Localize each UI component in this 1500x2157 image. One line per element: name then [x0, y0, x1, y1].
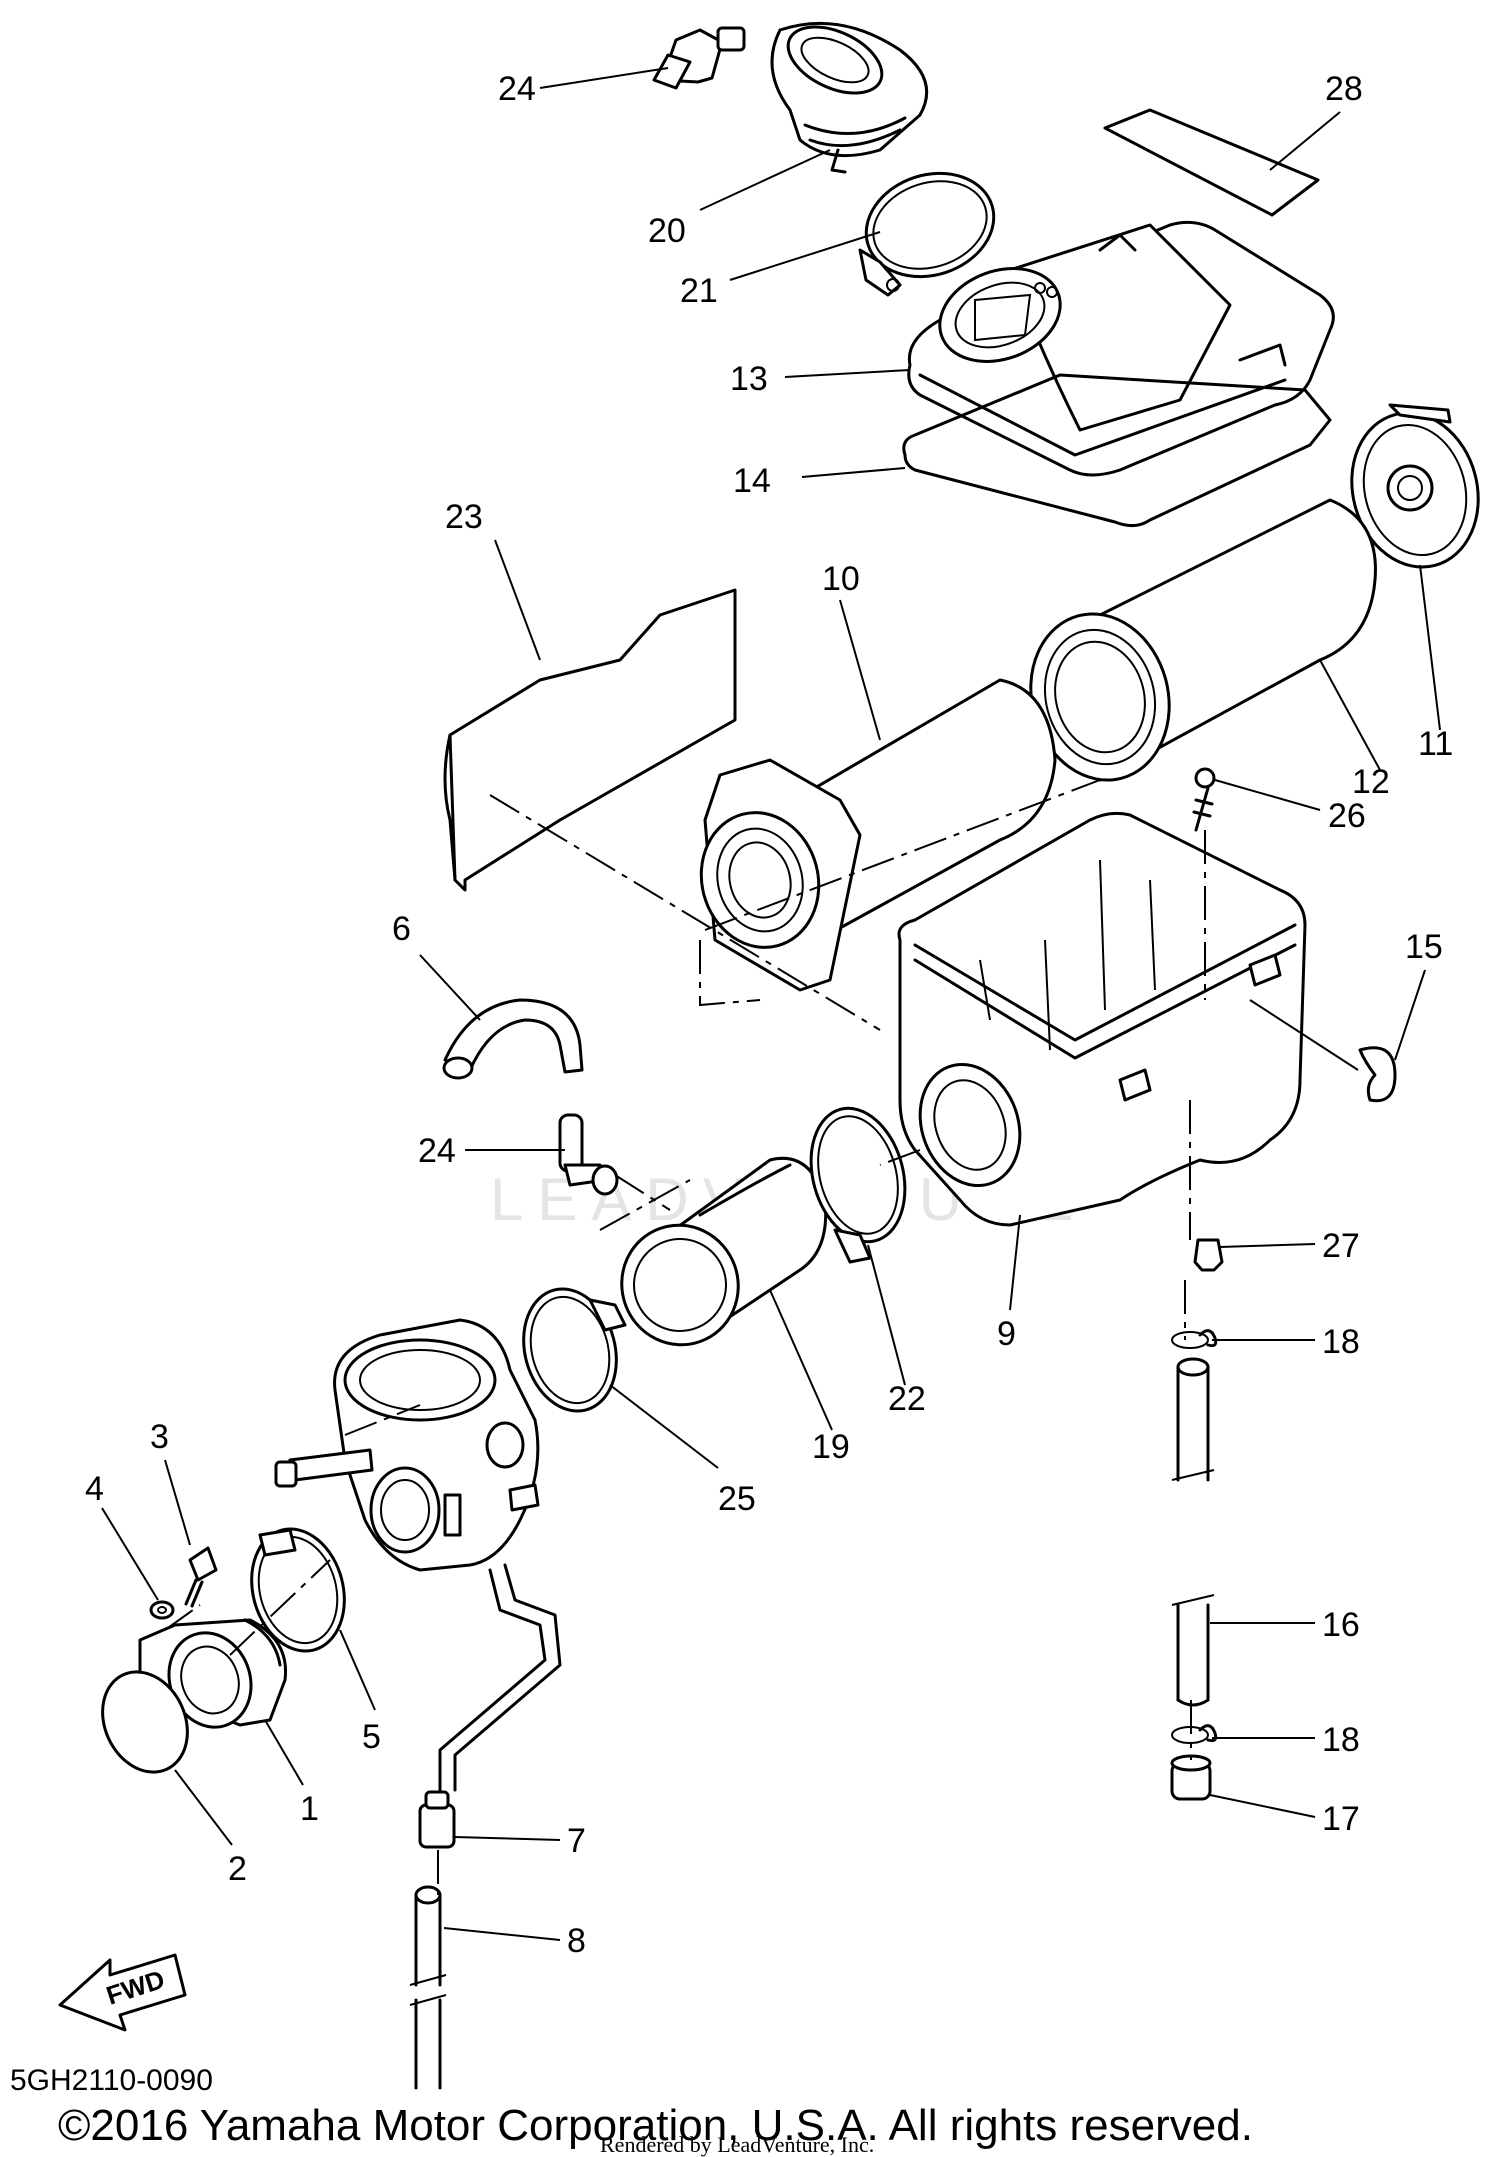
callout-18-lower: 18: [1322, 1721, 1360, 1759]
callout-26: 26: [1328, 797, 1366, 835]
callout-16: 16: [1322, 1606, 1360, 1644]
callout-1: 1: [300, 1790, 319, 1828]
callout-12: 12: [1352, 763, 1390, 801]
callout-21: 21: [680, 272, 718, 310]
assembly-lines: [164, 779, 1206, 1895]
part-3-bolt: [184, 1546, 218, 1608]
callout-3: 3: [150, 1418, 169, 1456]
diagram-code: 5GH2110-0090: [10, 2064, 213, 2097]
part-12-filter-element: [1029, 498, 1377, 782]
callout-27: 27: [1322, 1227, 1360, 1265]
part-24-elbow-lower: [558, 1113, 619, 1196]
callout-23: 23: [445, 498, 483, 536]
part-2-o-ring: [101, 1670, 189, 1774]
callout-9: 9: [997, 1315, 1016, 1353]
part-14-gasket: [902, 373, 1332, 527]
callout-14: 14: [733, 462, 771, 500]
part-17-cap: [1170, 1754, 1212, 1801]
copyright: ©2016 Yamaha Motor Corporation, U.S.A. A…: [58, 2101, 1253, 2150]
part-15-clip: [1358, 1046, 1397, 1103]
part-5-clamp: [250, 1527, 346, 1653]
callout-25: 25: [718, 1480, 756, 1518]
callout-7: 7: [567, 1822, 586, 1860]
part-26-screw: [1192, 767, 1216, 832]
part-18-clip-upper: [1171, 1329, 1218, 1349]
callout-5: 5: [362, 1718, 381, 1756]
part-7-plug: [418, 1790, 456, 1849]
part-22-clamp: [809, 1106, 907, 1264]
part-10-inner-filter: [699, 678, 1057, 992]
callout-15: 15: [1405, 928, 1443, 966]
leader-lines: [101, 67, 1441, 1941]
callout-28: 28: [1325, 70, 1363, 108]
callout-6: 6: [392, 910, 411, 948]
part-18-clip-lower: [1171, 1724, 1218, 1744]
part-4-washer: [149, 1600, 175, 1620]
callout-24-lower: 24: [418, 1132, 456, 1170]
callout-2: 2: [228, 1850, 247, 1888]
callout-8: 8: [567, 1922, 586, 1960]
callout-4: 4: [85, 1470, 104, 1508]
rendered-by: Rendered by LeadVenture, Inc.: [600, 2132, 874, 2157]
part-11-end-cap: [1350, 403, 1480, 569]
callout-13: 13: [730, 360, 768, 398]
part-9-airbox-case: [897, 811, 1307, 1227]
callout-20: 20: [648, 212, 686, 250]
part-19-intake-joint: [620, 1156, 828, 1347]
part-24-elbow-top: [652, 26, 746, 90]
part-13-airbox-cover: [907, 220, 1335, 477]
part-23-shield: [443, 588, 737, 892]
part-8-drain-hose: [409, 1885, 447, 2090]
callout-19: 19: [812, 1428, 850, 1466]
part-21-clamp: [858, 171, 996, 297]
part-28-label-sticker: [1103, 108, 1320, 217]
part-20-intake-boot: [770, 21, 929, 174]
callout-22: 22: [888, 1380, 926, 1418]
callout-18-upper: 18: [1322, 1323, 1360, 1361]
callout-17: 17: [1322, 1800, 1360, 1838]
drain-tube: [438, 1563, 562, 1792]
part-16-drain-pipe: [1171, 1357, 1215, 1707]
callouts: 24 20 21 13 14 28 23 10 11 12 26 15 6 24…: [85, 70, 1453, 1960]
part-27-grommet: [1193, 1238, 1224, 1272]
callout-10: 10: [822, 560, 860, 598]
callout-24-top: 24: [498, 70, 536, 108]
forward-arrow: FWD: [58, 1953, 187, 2032]
carburetor: [274, 1318, 540, 1572]
part-25-clamp: [522, 1287, 627, 1413]
part-6-hose: [442, 998, 584, 1080]
callout-11: 11: [1418, 725, 1453, 763]
